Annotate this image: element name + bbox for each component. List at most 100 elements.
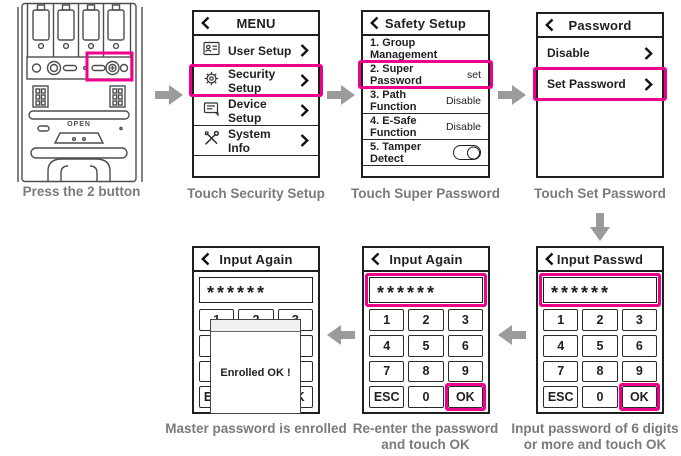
password-item-label: Disable (547, 46, 590, 60)
menu-item-label: Security Setup (228, 66, 276, 95)
back-icon[interactable] (201, 16, 210, 30)
safety-item-super-password[interactable]: 2. Super Password set (358, 60, 493, 89)
password-mask: ****** (551, 282, 612, 303)
key-2[interactable]: 2 (408, 309, 444, 331)
key-5[interactable]: 5 (408, 334, 444, 357)
safety-item-group-management[interactable]: 1. Group Management (363, 36, 488, 62)
arrow-down-icon (590, 213, 610, 241)
key-7[interactable]: 7 (543, 360, 579, 383)
menu-screen: MENU User Setup (189, 10, 323, 178)
key-2[interactable]: 2 (582, 309, 618, 331)
arrow-right-icon (327, 85, 355, 105)
tamper-detect-toggle[interactable] (452, 145, 481, 160)
safety-item-label: 4. E-Safe Function (370, 114, 417, 139)
caption-step-6: Re-enter the password and touch OK (352, 421, 499, 453)
menu-item-label: User Setup (228, 43, 292, 58)
password-item-label: Set Password (547, 77, 626, 91)
chevron-right-icon (300, 44, 309, 57)
password-mask: ****** (377, 282, 438, 303)
menu-item-device-setup[interactable]: Device Setup (194, 96, 318, 126)
battery-slots (32, 4, 125, 57)
key-3[interactable]: 3 (447, 309, 483, 331)
input-again-screen: Input Again ****** 1 2 3 4 5 6 7 8 9 ESC… (362, 246, 490, 414)
button-bar (26, 56, 132, 80)
password-screen: Password Disable Set Password (533, 12, 667, 178)
key-8[interactable]: 8 (582, 360, 618, 383)
arrow-left-icon (498, 325, 526, 345)
key-8[interactable]: 8 (408, 360, 444, 383)
back-icon[interactable] (545, 252, 554, 266)
safety-item-path-function[interactable]: 3. Path Function Disable (363, 88, 488, 114)
menu-header: MENU (194, 12, 318, 36)
device-bubble-icon (203, 100, 220, 122)
chevron-right-icon (644, 77, 653, 91)
key-6[interactable]: 6 (621, 334, 657, 357)
battery-cover-handle (53, 132, 105, 144)
input-passwd-screen: Input Passwd ****** 1 2 3 4 5 6 7 8 9 ES… (536, 246, 664, 414)
key-1[interactable]: 1 (543, 309, 579, 331)
key-3[interactable]: 3 (621, 309, 657, 331)
password-header: Password (538, 14, 662, 38)
screen-title: Input Again (219, 251, 293, 267)
highlight-box-2-button (85, 51, 134, 82)
safety-item-label: 5. Tamper Detect (370, 140, 422, 165)
caption-step-3: Touch Super Password (350, 186, 501, 201)
safety-item-value: Disable (445, 120, 481, 133)
safety-item-label: 3. Path Function (370, 88, 417, 113)
key-0[interactable]: 0 (408, 386, 444, 408)
password-item-set-password[interactable]: Set Password (533, 67, 667, 101)
lock-device-illustration: OPEN (17, 2, 143, 183)
key-ok[interactable]: OK (618, 383, 661, 411)
chevron-right-icon (644, 46, 653, 60)
back-icon[interactable] (371, 252, 380, 266)
dialog-message: Enrolled OK ! (220, 366, 291, 379)
key-esc[interactable]: ESC (369, 386, 405, 408)
key-5[interactable]: 5 (582, 334, 618, 357)
safety-item-value: set (466, 68, 481, 81)
password-display-field[interactable]: ****** (365, 273, 487, 307)
key-9[interactable]: 9 (447, 360, 483, 383)
key-9[interactable]: 9 (621, 360, 657, 383)
key-1[interactable]: 1 (369, 309, 405, 331)
key-7[interactable]: 7 (369, 360, 405, 383)
key-ok[interactable]: OK (444, 383, 487, 411)
keypad: 1 2 3 4 5 6 7 8 9 ESC 0 OK (369, 309, 487, 411)
back-icon[interactable] (370, 16, 379, 30)
safety-item-tamper-detect[interactable]: 5. Tamper Detect (363, 140, 488, 166)
menu-item-security-setup[interactable]: Security Setup (189, 64, 323, 97)
menu-item-label: System Info (228, 126, 271, 155)
key-4[interactable]: 4 (369, 334, 405, 357)
enrolled-header: Input Again (194, 248, 318, 272)
chevron-right-icon (300, 134, 309, 147)
key-0[interactable]: 0 (582, 386, 618, 408)
password-mask: ****** (207, 282, 268, 303)
back-icon[interactable] (545, 18, 554, 32)
safety-item-esafe-function[interactable]: 4. E-Safe Function Disable (363, 114, 488, 140)
key-6[interactable]: 6 (447, 334, 483, 357)
open-label: OPEN (67, 121, 91, 128)
menu-item-user-setup[interactable]: User Setup (194, 36, 318, 66)
keypad: 1 2 3 4 5 6 7 8 9 ESC 0 OK (543, 309, 661, 411)
dialog-title-bar (211, 320, 300, 332)
safety-header: Safety Setup (363, 12, 488, 36)
screen-title: Safety Setup (384, 15, 467, 31)
enrolled-ok-dialog: Enrolled OK ! (210, 319, 301, 414)
arrow-left-icon (327, 325, 355, 345)
input-again-header: Input Again (364, 248, 488, 272)
password-item-disable[interactable]: Disable (538, 38, 662, 69)
tools-icon (203, 130, 220, 152)
screen-title: Input Passwd (556, 251, 644, 267)
screen-title: Input Again (389, 251, 463, 267)
safety-setup-screen: Safety Setup 1. Group Management 2. Supe… (358, 10, 493, 178)
screen-title: Password (568, 17, 632, 33)
password-display-field[interactable]: ****** (539, 273, 661, 307)
safety-item-value: Disable (445, 94, 481, 107)
key-4[interactable]: 4 (543, 334, 579, 357)
menu-item-system-info[interactable]: System Info (194, 126, 318, 156)
safety-item-label: 2. Super Password (370, 62, 422, 87)
user-card-icon (203, 40, 220, 62)
enrolled-screen: Input Again ****** 1 2 3 4 5 6 7 8 9 ESC… (192, 246, 320, 414)
key-esc[interactable]: ESC (543, 386, 579, 408)
back-icon[interactable] (201, 252, 210, 266)
